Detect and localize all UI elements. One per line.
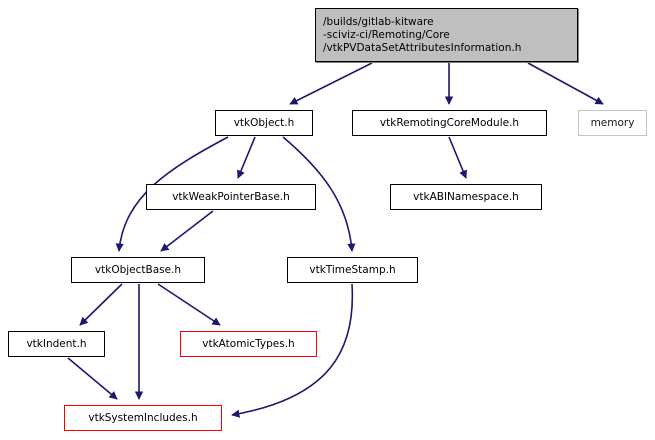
node-vtkobjectbase-h[interactable]: vtkObjectBase.h (71, 257, 205, 283)
node-label: vtkAtomicTypes.h (202, 337, 295, 350)
node-vtkweakpointerbase-h[interactable]: vtkWeakPointerBase.h (146, 184, 316, 210)
edge-vtkweakpointerbase-to-vtkobjectbase (160, 210, 214, 252)
node-label: vtkRemotingCoreModule.h (379, 116, 520, 129)
edge-vtktimestamp-to-vtksystemincludes (231, 283, 354, 418)
edge-vtkobjectbase-to-vtkatomictypes (157, 283, 221, 326)
node-memory[interactable]: memory (578, 110, 647, 136)
edge-root-to-vtkobject (289, 62, 373, 105)
node-label: vtkObjectBase.h (94, 263, 182, 276)
node-vtkabinamespace-h[interactable]: vtkABINamespace.h (390, 184, 542, 210)
edge-vtkobject-to-vtkweakpointerbase (237, 136, 256, 179)
edge-root-to-memory (527, 62, 604, 105)
node-vtkremotingcoremodule-h[interactable]: vtkRemotingCoreModule.h (352, 110, 547, 136)
node-label: vtkWeakPointerBase.h (172, 190, 290, 203)
node-vtkatomictypes-h[interactable]: vtkAtomicTypes.h (180, 331, 317, 357)
node-vtkindent-h[interactable]: vtkIndent.h (8, 331, 105, 357)
node-root-header[interactable]: /builds/gitlab-kitware -sciviz-ci/Remoti… (315, 8, 578, 62)
node-label: vtkABINamespace.h (413, 190, 519, 203)
node-vtksystemincludes-h[interactable]: vtkSystemIncludes.h (64, 405, 222, 431)
node-label: vtkObject.h (233, 116, 295, 129)
node-vtkobject-h[interactable]: vtkObject.h (215, 110, 313, 136)
edge-vtkobject-to-vtktimestamp (282, 136, 356, 252)
node-vtktimestamp-h[interactable]: vtkTimeStamp.h (287, 257, 418, 283)
node-label: memory (590, 116, 635, 129)
node-label: vtkSystemIncludes.h (88, 411, 198, 424)
node-label: vtkIndent.h (26, 337, 87, 350)
edge-vtkindent-to-vtksystemincludes (67, 357, 118, 400)
edge-vtkremotingcoremodule-to-vtkabinamespace (448, 136, 467, 179)
edge-vtkobjectbase-to-vtkindent (79, 283, 123, 326)
node-label: /builds/gitlab-kitware -sciviz-ci/Remoti… (323, 15, 522, 54)
node-label: vtkTimeStamp.h (309, 263, 396, 276)
